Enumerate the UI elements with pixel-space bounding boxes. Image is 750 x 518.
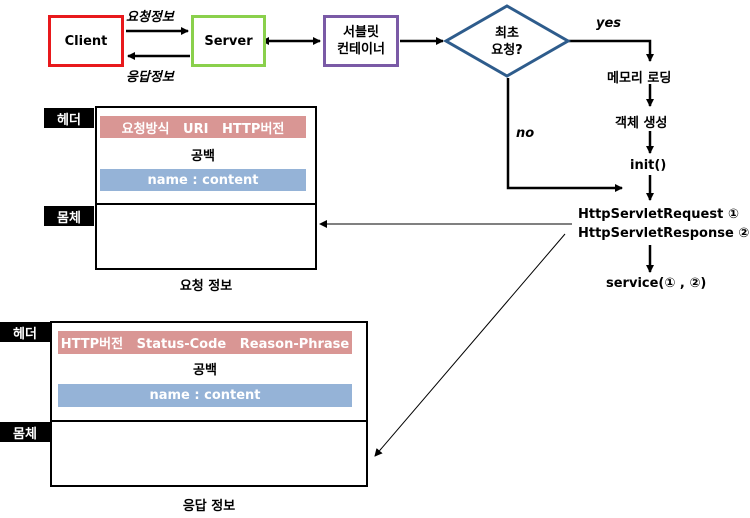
init-step: init() xyxy=(630,158,667,173)
service-step: service(① , ②) xyxy=(606,276,707,291)
client-node: Client xyxy=(48,15,124,67)
server-node: Server xyxy=(191,15,266,67)
request-info-caption: 요청 정보 xyxy=(179,278,233,294)
response-start-line-bar: HTTP버전 Status-Code Reason-Phrase xyxy=(58,331,352,354)
first-request-decision-label: 최초 요청? xyxy=(470,24,544,60)
memory-loading-step: 메모리 로딩 xyxy=(607,71,672,86)
request-info-label: 요청정보 xyxy=(126,10,174,25)
decision-label-line1: 최초 xyxy=(495,26,519,41)
decision-label-line2: 요청? xyxy=(491,43,523,58)
response-header-tag: 헤더 xyxy=(0,322,50,342)
request-blank-line: 공백 xyxy=(191,148,215,164)
request-header-field-bar: name : content xyxy=(100,169,306,191)
servlet-container-node: 서블릿 컨테이너 xyxy=(323,15,399,67)
response-info-caption: 응답 정보 xyxy=(182,498,236,514)
server-label: Server xyxy=(204,33,253,49)
request-body-tag: 몸체 xyxy=(44,206,94,226)
request-header-tag: 헤더 xyxy=(44,108,94,128)
container-label-line2: 컨테이너 xyxy=(337,42,385,57)
object-creation-step: 객체 생성 xyxy=(615,116,668,131)
response-to-panel-arrow xyxy=(374,233,566,457)
request-panel-divider xyxy=(95,203,317,205)
no-arrow xyxy=(506,78,623,192)
http-servlet-request-step: HttpServletRequest ① xyxy=(578,207,739,222)
response-blank-line: 공백 xyxy=(193,362,217,378)
container-label-line1: 서블릿 xyxy=(343,25,379,40)
response-body-tag: 몸체 xyxy=(0,422,50,442)
http-servlet-response-step: HttpServletResponse ② xyxy=(578,226,750,241)
client-label: Client xyxy=(64,33,108,49)
no-label: no xyxy=(516,126,535,141)
response-info-label: 응답정보 xyxy=(126,70,174,85)
yes-arrow xyxy=(568,39,654,62)
first-request-decision-shape xyxy=(442,4,572,78)
response-panel-divider xyxy=(50,420,368,422)
response-header-field-bar: name : content xyxy=(58,384,352,407)
yes-label: yes xyxy=(596,16,622,31)
request-start-line-bar: 요청방식 URI HTTP버전 xyxy=(100,116,306,138)
